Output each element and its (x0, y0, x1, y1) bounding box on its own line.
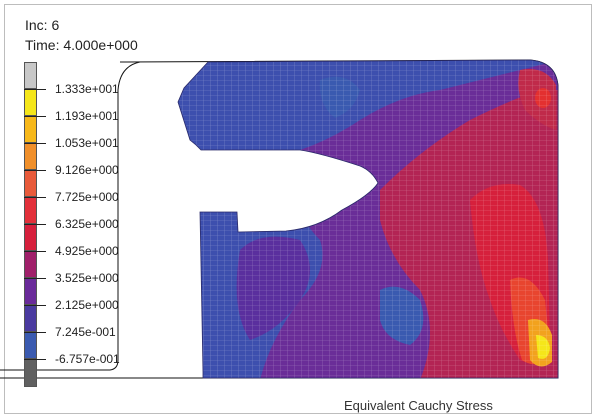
legend-swatch-7 (24, 251, 37, 278)
legend-swatch-9 (24, 305, 37, 332)
increment-label: Inc: 6 (25, 17, 60, 33)
legend-tick (24, 224, 46, 225)
body-outline (177, 59, 559, 379)
legend-label-2: 1.053e+001 (55, 136, 119, 150)
legend-swatch-11 (24, 359, 37, 387)
legend-label-7: 3.525e+000 (55, 271, 119, 285)
legend-tick (24, 89, 46, 90)
legend-tick (24, 359, 46, 360)
legend-tick (24, 170, 46, 171)
legend-label-0: 1.333e+001 (55, 82, 119, 96)
legend-swatch-8 (24, 278, 37, 305)
legend-label-4: 7.725e+000 (55, 190, 119, 204)
legend-tick (24, 332, 46, 333)
legend-swatch-10 (24, 332, 37, 359)
mesh-overlay (178, 60, 558, 378)
legend-swatch-5 (24, 197, 37, 224)
legend-tick (24, 305, 46, 306)
color-legend: 1.333e+001 1.193e+001 1.053e+001 9.126e+… (24, 62, 120, 387)
legend-swatch-3 (24, 143, 37, 170)
legend-tick (24, 251, 46, 252)
legend-label-9: 7.245e-001 (55, 325, 116, 339)
legend-label-6: 4.925e+000 (55, 244, 119, 258)
legend-label-3: 9.126e+000 (55, 163, 119, 177)
legend-label-10: -6.757e-001 (55, 352, 120, 366)
stress-field (178, 60, 558, 378)
legend-tick (24, 116, 46, 117)
legend-swatch-4 (24, 170, 37, 197)
legend-label-5: 6.325e+000 (55, 217, 119, 231)
result-title: Equivalent Cauchy Stress (344, 398, 493, 413)
time-label: Time: 4.000e+000 (25, 37, 138, 53)
legend-label-1: 1.193e+001 (55, 109, 119, 123)
legend-swatch-1 (24, 89, 37, 116)
legend-swatch-0 (24, 62, 37, 89)
legend-swatch-6 (24, 224, 37, 251)
legend-tick (24, 143, 46, 144)
legend-swatch-2 (24, 116, 37, 143)
legend-tick (24, 278, 46, 279)
legend-label-8: 2.125e+000 (55, 298, 119, 312)
legend-tick (24, 197, 46, 198)
